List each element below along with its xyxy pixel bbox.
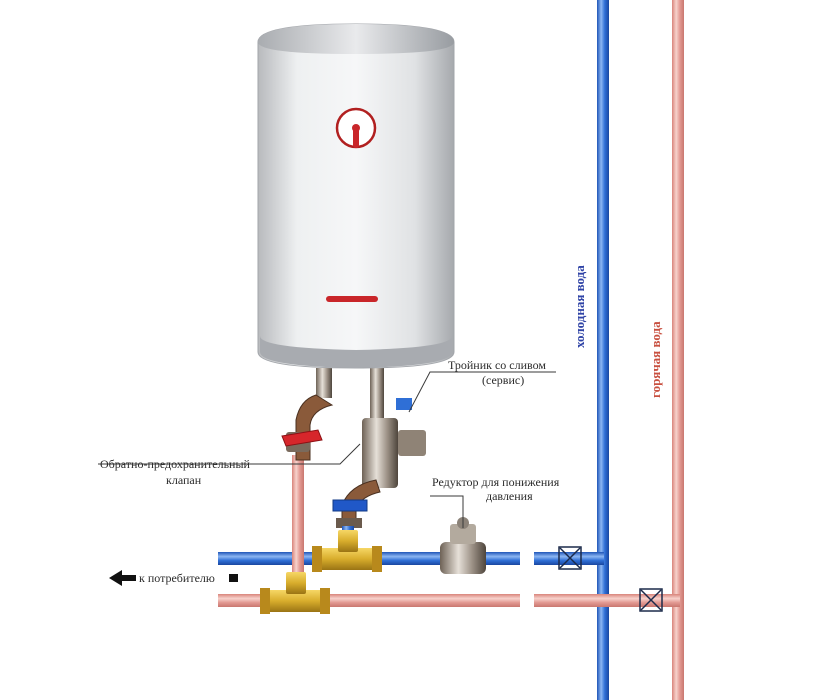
hot-outlet-elbow bbox=[286, 368, 334, 461]
hot-water-riser bbox=[672, 0, 684, 700]
hot-water-label: горячая вода bbox=[648, 321, 663, 398]
hot-brass-tee-icon bbox=[260, 572, 330, 614]
cold-water-label: холодная вода bbox=[572, 265, 587, 348]
hot-water-main-pipe-right bbox=[534, 594, 680, 607]
cold-riser-shutoff-valve-icon bbox=[558, 546, 582, 570]
cold-water-riser bbox=[597, 0, 609, 700]
thermometer-gauge-icon bbox=[335, 107, 377, 149]
check-valve-label: Обратно-предохранительный bbox=[100, 457, 251, 471]
pressure-reducer-label: Редуктор для понижения bbox=[432, 475, 560, 489]
hot-outlet-valve-red-handle-icon bbox=[281, 429, 323, 447]
to-consumer-arrow-icon bbox=[109, 570, 238, 586]
pressure-reducer-sublabel: давления bbox=[486, 489, 533, 503]
cold-brass-tee-icon bbox=[312, 530, 382, 572]
electric-water-heater bbox=[257, 23, 455, 369]
tee-drain-label: Тройник со сливом bbox=[448, 358, 546, 372]
callout-lines bbox=[98, 371, 556, 528]
cold-inlet-valve-blue-handle-icon bbox=[332, 499, 368, 512]
hot-riser-shutoff-valve-icon bbox=[639, 588, 663, 612]
to-consumer-label: к потребителю bbox=[139, 571, 215, 585]
check-valve-sublabel: клапан bbox=[166, 473, 202, 487]
tee-drain-sublabel: (сервис) bbox=[482, 373, 524, 387]
hot-outlet-pipe bbox=[292, 455, 304, 595]
heater-indicator-stripe bbox=[326, 296, 378, 302]
